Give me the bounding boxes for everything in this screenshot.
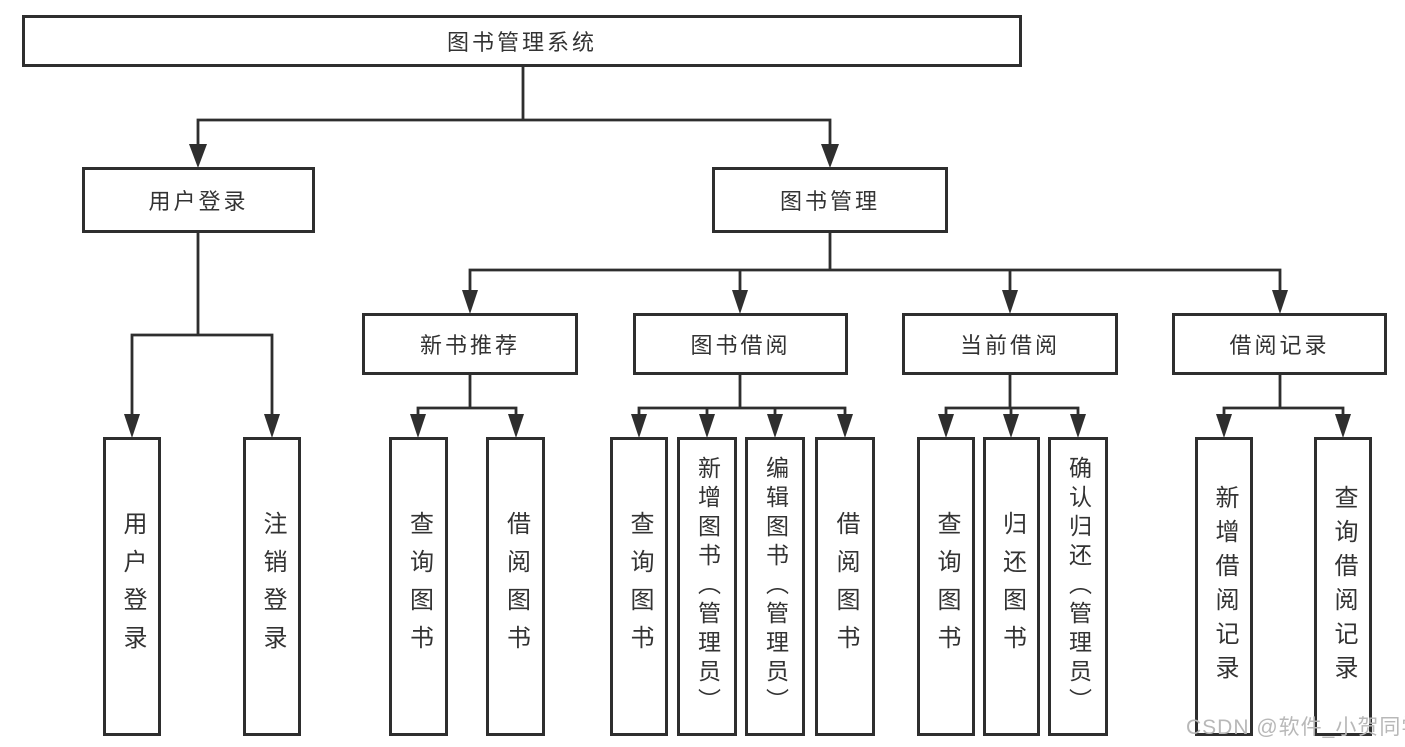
node-root: 图书管理系统 xyxy=(22,15,1022,67)
node-book-mgmt: 图书管理 xyxy=(712,167,948,233)
node-book-borrow: 图书借阅 xyxy=(633,313,848,375)
leaf-borrow-query: 查询图书 xyxy=(610,437,668,736)
connector-root xyxy=(196,65,832,149)
node-current-borrow: 当前借阅 xyxy=(902,313,1118,375)
leaf-record-add: 新增借阅记录 xyxy=(1195,437,1253,736)
leaf-borrow-add-admin: 新增图书（管理员） xyxy=(677,437,737,736)
node-new-book: 新书推荐 xyxy=(362,313,578,375)
connector-current-borrow xyxy=(944,373,1080,418)
leaf-current-query: 查询图书 xyxy=(917,437,975,736)
leaf-user-login: 用户登录 xyxy=(103,437,161,736)
leaf-new-book-borrow: 借阅图书 xyxy=(486,437,545,736)
connector-new-book xyxy=(416,373,518,418)
leaf-borrow-edit-admin: 编辑图书（管理员） xyxy=(745,437,805,736)
leaf-logout: 注销登录 xyxy=(243,437,301,736)
connector-book-borrow xyxy=(637,373,847,418)
leaf-current-confirm-admin: 确认归还（管理员） xyxy=(1048,437,1108,736)
node-user-login: 用户登录 xyxy=(82,167,315,233)
leaf-borrow-book: 借阅图书 xyxy=(815,437,875,736)
connector-user-login xyxy=(130,231,274,417)
node-borrow-record: 借阅记录 xyxy=(1172,313,1387,375)
connector-borrow-record xyxy=(1222,373,1345,418)
arrowheads xyxy=(124,144,1351,438)
watermark: CSDN @软件_小贺同学 xyxy=(1186,716,1405,739)
leaf-new-book-query: 查询图书 xyxy=(389,437,448,736)
leaf-current-return: 归还图书 xyxy=(983,437,1040,736)
leaf-record-query: 查询借阅记录 xyxy=(1314,437,1372,736)
connector-book-mgmt xyxy=(468,231,1282,294)
